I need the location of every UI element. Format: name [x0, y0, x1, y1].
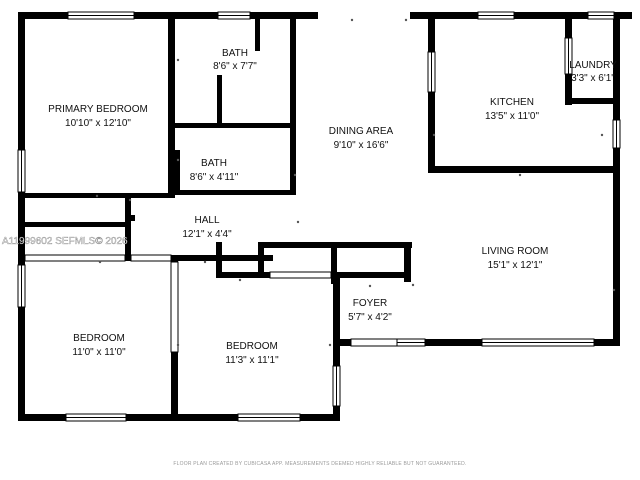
hall-dims: 12'1" x 4'4"	[182, 229, 232, 240]
bath-lower-name: BATH	[201, 158, 227, 169]
bath-upper-name: BATH	[222, 48, 248, 59]
kitchen-dims: 13'5" x 11'0"	[485, 111, 540, 122]
dining-area-name: DINING AREA	[329, 126, 394, 137]
closet-opening	[269, 271, 332, 279]
window	[481, 338, 595, 347]
bedroom-mid-name: BEDROOM	[226, 341, 278, 352]
windows	[17, 11, 621, 422]
wall	[217, 75, 222, 127]
bedroom-mid-dims: 11'3" x 11'1"	[225, 355, 279, 366]
wall	[333, 278, 340, 421]
bedroom-left-name: BEDROOM	[73, 333, 125, 344]
wall	[335, 339, 620, 346]
window	[332, 365, 341, 407]
laundry-dims: 3'3" x 6'1"	[571, 73, 615, 84]
window	[612, 119, 621, 149]
window	[587, 11, 615, 20]
kitchen-name: KITCHEN	[490, 97, 534, 108]
wall	[404, 242, 411, 282]
bedroom-left-dims: 11'0" x 11'0"	[72, 347, 126, 358]
wall	[410, 12, 632, 19]
wall	[175, 123, 296, 128]
hall-name: HALL	[194, 215, 219, 226]
wall	[290, 150, 296, 190]
wall	[255, 19, 260, 51]
laundry-name: LAUNDRY	[569, 60, 617, 71]
foyer-name: FOYER	[353, 298, 387, 309]
window	[65, 413, 127, 422]
foyer-dims: 5'7" x 4'2"	[348, 312, 392, 323]
mls-watermark: A11999602 SEFMLS© 2026	[2, 236, 128, 247]
bath-lower-dims: 8'6" x 4'11"	[190, 172, 239, 183]
closet-opening	[130, 254, 172, 262]
closet-opening	[170, 261, 179, 353]
wall	[175, 190, 296, 195]
window	[217, 11, 251, 20]
wall	[258, 242, 412, 248]
wall	[331, 248, 337, 284]
footer-disclaimer: FLOOR PLAN CREATED BY CUBICASA APP. MEAS…	[173, 461, 466, 467]
window	[237, 413, 301, 422]
wall	[18, 414, 340, 421]
wall	[290, 12, 296, 190]
wall	[428, 166, 620, 173]
closet-opening	[24, 254, 126, 262]
wall	[125, 193, 131, 260]
window	[17, 264, 26, 308]
window	[396, 338, 426, 347]
wall	[175, 150, 180, 190]
window	[564, 37, 573, 75]
window	[67, 11, 135, 20]
door-markers	[95, 18, 616, 347]
window	[477, 11, 515, 20]
dining-area-dims: 9'10" x 16'6"	[334, 140, 389, 151]
wall	[125, 215, 135, 221]
wall	[258, 242, 264, 278]
wall	[333, 339, 351, 346]
wall	[216, 272, 266, 278]
closet-opening	[350, 338, 398, 347]
room-labels: PRIMARY BEDROOM 10'10" x 12'10" BATH 8'6…	[48, 48, 617, 366]
walls	[18, 12, 632, 421]
wall	[18, 12, 25, 421]
wall	[565, 98, 620, 104]
bath-upper-dims: 8'6" x 7'7"	[213, 61, 257, 72]
living-room-name: LIVING ROOM	[482, 246, 549, 257]
window	[427, 51, 436, 93]
window	[17, 149, 26, 193]
wall	[216, 242, 222, 278]
living-room-dims: 15'1" x 12'1"	[488, 260, 543, 271]
wall	[613, 12, 620, 346]
primary-bedroom-dims: 10'10" x 12'10"	[65, 118, 131, 129]
primary-bedroom-name: PRIMARY BEDROOM	[48, 104, 148, 115]
wall	[18, 222, 130, 227]
wall	[168, 12, 175, 195]
